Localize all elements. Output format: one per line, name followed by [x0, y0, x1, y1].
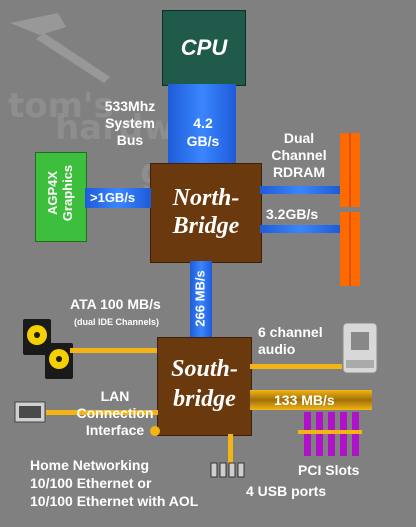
pci-slot	[340, 412, 347, 456]
rdram-bus-top	[260, 186, 340, 194]
system-bus	[168, 84, 236, 164]
agp-bus	[85, 188, 151, 208]
lan-connector-dot	[150, 426, 160, 436]
network-card-icon	[14, 401, 46, 423]
audio-device-icon	[342, 322, 378, 374]
hub-link-bandwidth: 266 MB/s	[192, 270, 208, 327]
hard-drive-icon	[45, 343, 73, 379]
system-bus-bandwidth: 4.2 GB/s	[186, 115, 220, 149]
pci-slot	[352, 412, 359, 456]
system-bus-label: 533Mhz System Bus	[104, 98, 156, 148]
pci-slot	[328, 412, 335, 456]
cpu-block: CPU	[162, 10, 246, 86]
pci-label: PCI Slots	[298, 462, 360, 478]
pci-slot	[304, 412, 311, 456]
hub-link-bus	[190, 261, 212, 338]
agp-graphics-card: AGP4X Graphics	[35, 152, 87, 242]
ata-label: ATA 100 MB/s	[70, 296, 161, 312]
ata-sublabel: (dual IDE Channels)	[74, 317, 160, 327]
rdram-bus-bottom	[260, 225, 340, 233]
rdram-label: Dual Channel RDRAM	[271, 130, 327, 180]
watermark-toms: tom's	[8, 86, 114, 126]
home-networking-label: Home Networking 10/100 Ethernet or 10/10…	[30, 457, 199, 509]
cpu-label: CPU	[180, 35, 228, 60]
usb-label: 4 USB ports	[246, 483, 327, 499]
rdram-module-1	[340, 133, 360, 207]
north-bridge-label: North- Bridge	[172, 185, 240, 239]
south-bridge-label: South- bridge	[171, 356, 238, 412]
pci-bus-bandwidth: 133 MB/s	[274, 392, 335, 408]
lan-bus	[46, 410, 158, 415]
hammer-logo-icon	[10, 13, 110, 83]
lan-label: LAN Connection Interface	[76, 388, 154, 438]
rdram-module-2	[340, 212, 360, 286]
usb-port-icon	[210, 462, 245, 478]
agp-label: AGP4X Graphics	[45, 164, 75, 222]
south-bridge-block: South- bridge	[157, 337, 252, 436]
rdram-bandwidth: 3.2GB/s	[266, 206, 319, 222]
agp-bus-bandwidth: >1GB/s	[90, 190, 136, 205]
audio-label: 6 channel audio	[258, 324, 323, 357]
pci-bus	[250, 390, 372, 410]
usb-bus	[228, 434, 233, 464]
hard-drive-icon	[23, 319, 51, 355]
audio-bus	[250, 364, 342, 369]
pci-slot-connector	[298, 430, 362, 434]
ata-bus	[70, 348, 158, 353]
pci-slot	[316, 412, 323, 456]
north-bridge-block: North- Bridge	[150, 163, 262, 263]
